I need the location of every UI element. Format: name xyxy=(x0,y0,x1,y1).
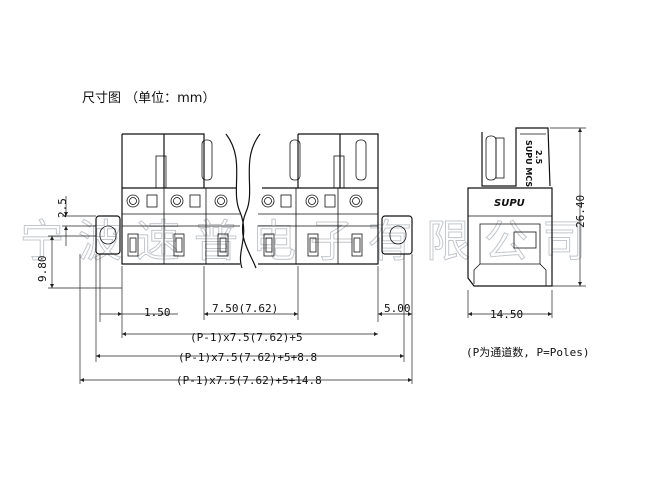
right-flange-hole xyxy=(389,225,407,245)
dim-edge-left: 1.50 xyxy=(144,306,171,319)
brand-logo: SUPU xyxy=(494,198,525,209)
dim-formula-2: (P-1)x7.5(7.62)+5+8.8 xyxy=(178,351,317,364)
page-title: 尺寸图 （单位：mm） xyxy=(82,91,215,106)
wire-entries xyxy=(127,233,363,257)
dim-edge-right: 5.00 xyxy=(384,302,411,315)
side-dimensions: 26.40 14.50 xyxy=(467,127,587,321)
dim-formula-1: (P-1)x7.5(7.62)+5 xyxy=(190,331,303,344)
release-tab xyxy=(333,155,345,189)
release-tab xyxy=(289,139,301,181)
dim-height-small: 2.5 xyxy=(56,198,69,218)
left-dimensions: 2.5 9.80 xyxy=(36,196,122,289)
housing-top-right xyxy=(262,133,379,189)
break-line xyxy=(241,133,261,269)
break-line xyxy=(225,133,245,269)
side-plug xyxy=(481,127,551,187)
side-rating: 2.5 xyxy=(534,150,543,165)
release-tab xyxy=(201,139,213,181)
release-tab xyxy=(355,139,367,181)
side-label: SUPU MCS xyxy=(524,140,533,187)
dim-height-mid: 9.80 xyxy=(36,256,49,283)
front-view xyxy=(95,133,413,269)
dim-overall-height: 26.40 xyxy=(574,195,587,228)
side-view: SUPU MCS 2.5 SUPU xyxy=(467,127,553,287)
side-body xyxy=(467,187,553,287)
housing-body-right xyxy=(258,188,379,265)
housing-body-left xyxy=(121,188,240,265)
right-flange xyxy=(381,215,413,255)
screw-holes xyxy=(126,194,363,208)
housing-top-left xyxy=(121,134,236,189)
dim-formula-3: (P-1)x7.5(7.62)+5+14.8 xyxy=(176,374,322,387)
dim-pitch: 7.50(7.62) xyxy=(212,302,278,315)
release-tab xyxy=(155,155,167,189)
bottom-dimensions: 1.50 7.50(7.62) 5.00 (P-1)x7.5(7.62)+5 (… xyxy=(79,254,413,387)
poles-note: (P为通道数, P=Poles) xyxy=(466,345,589,359)
left-flange-hole xyxy=(99,225,117,245)
dim-side-width: 14.50 xyxy=(490,308,523,321)
left-flange xyxy=(95,215,121,255)
